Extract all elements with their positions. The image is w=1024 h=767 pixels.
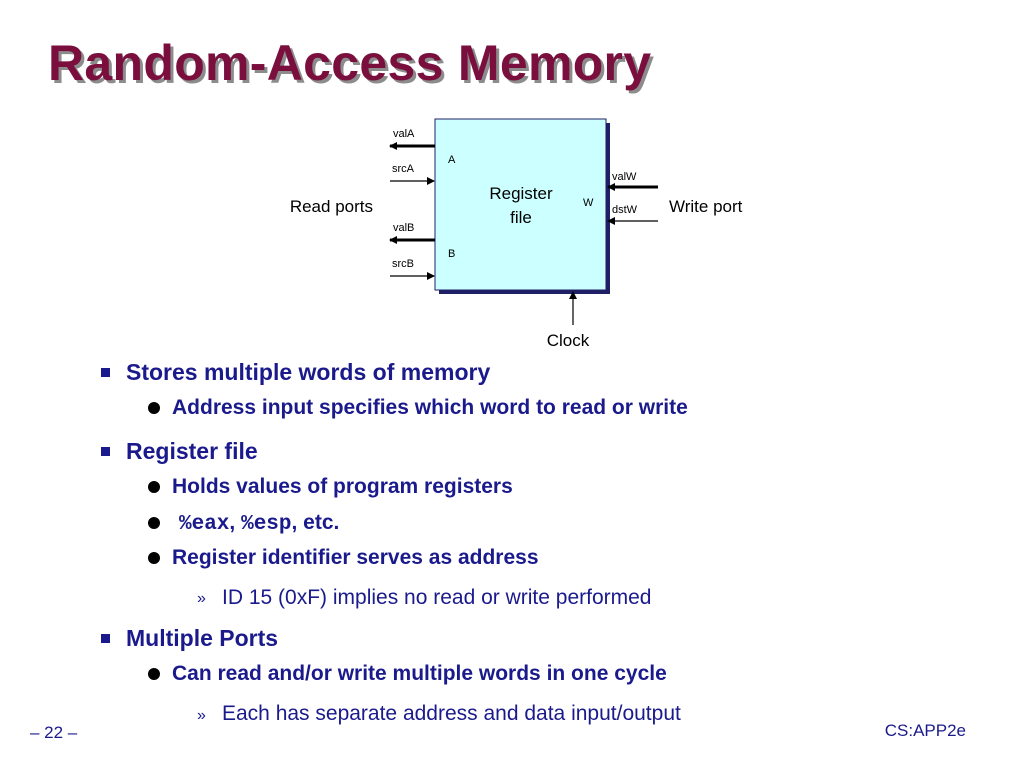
bullet-item-2-sub-1: Holds values of program registers — [172, 475, 513, 498]
dot-bullet-icon — [148, 481, 160, 493]
code-eax: %eax — [179, 513, 230, 536]
write-port-label: Write port — [669, 197, 743, 216]
square-bullet-icon — [101, 634, 110, 643]
port-w-label: W — [583, 197, 594, 209]
srcb-label: srcB — [392, 258, 414, 270]
srca-label: srcA — [392, 163, 415, 175]
square-bullet-icon — [101, 368, 110, 377]
port-a-label: A — [448, 154, 456, 166]
slide-number: – 22 – — [30, 723, 78, 742]
bullet-item-2: Register file — [126, 438, 258, 464]
bullet-item-2-sub-3: Register identifier serves as address — [172, 546, 539, 569]
bullet-item-3: Multiple Ports — [126, 625, 279, 651]
register-file-label-line1: Register — [489, 184, 553, 203]
code-separator: , — [229, 511, 242, 534]
double-chevron-icon: » — [197, 707, 206, 724]
dstw-label: dstW — [612, 204, 638, 216]
slide-title: Random-Access Memory — [48, 35, 652, 91]
bullet-item-3-sub-1: Can read and/or write multiple words in … — [172, 662, 667, 685]
bullet-item-2-detail: ID 15 (0xF) implies no read or write per… — [222, 586, 652, 609]
code-esp: %esp — [241, 513, 292, 536]
register-file-block — [434, 118, 607, 291]
valb-label: valB — [393, 222, 414, 234]
dot-bullet-icon — [148, 517, 160, 529]
footer-course: CS:APP2e — [884, 721, 966, 740]
read-ports-label: Read ports — [290, 197, 373, 216]
square-bullet-icon — [101, 447, 110, 456]
valw-label: valW — [612, 171, 637, 183]
double-chevron-icon: » — [197, 590, 206, 607]
dot-bullet-icon — [148, 402, 160, 414]
bullet-item-3-detail: Each has separate address and data input… — [222, 702, 681, 725]
bullet-item-1-sub-1: Address input specifies which word to re… — [172, 396, 688, 419]
dot-bullet-icon — [148, 668, 160, 680]
bullet-item-1: Stores multiple words of memory — [126, 359, 491, 385]
bullet-item-2-sub-2: %eax, %esp, etc. — [179, 511, 339, 536]
dot-bullet-icon — [148, 552, 160, 564]
vala-label: valA — [393, 128, 415, 140]
clock-label: Clock — [547, 331, 590, 350]
code-tail: , etc. — [291, 511, 340, 534]
port-b-label: B — [448, 248, 455, 260]
register-file-label-line2: file — [510, 208, 532, 227]
